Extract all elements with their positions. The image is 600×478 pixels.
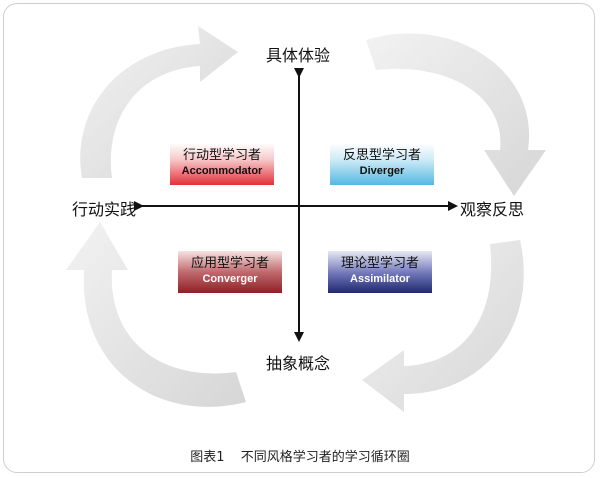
caption-text: 不同风格学习者的学习循环圈 xyxy=(240,450,410,465)
quadrant-diverger: 反思型学习者 Diverger xyxy=(330,143,434,185)
axis-label-right: 观察反思 xyxy=(460,200,525,219)
quadrant-diverger-en: Diverger xyxy=(359,165,405,177)
quadrant-assimilator-en: Assimilator xyxy=(350,273,410,285)
cycle-arrow-top-right xyxy=(366,33,546,196)
axis-label-top: 具体体验 xyxy=(266,46,331,65)
caption-label: 图表1 xyxy=(190,450,225,465)
quadrant-accommodator-cn: 行动型学习者 xyxy=(182,148,261,163)
quadrant-diverger-cn: 反思型学习者 xyxy=(342,148,421,163)
axis-label-bottom: 抽象概念 xyxy=(266,354,331,373)
quadrant-assimilator-cn: 理论型学习者 xyxy=(340,256,419,271)
quadrant-accommodator: 行动型学习者 Accommodator xyxy=(170,143,274,185)
quadrant-converger: 应用型学习者 Converger xyxy=(178,251,282,293)
cycle-arrow-bottom-left xyxy=(66,222,246,407)
quadrant-converger-cn: 应用型学习者 xyxy=(190,256,269,271)
axis-label-left: 行动实践 xyxy=(72,200,137,219)
cycle-arrow-bottom-right xyxy=(362,240,524,412)
figure-caption: 图表1 不同风格学习者的学习循环圈 xyxy=(0,446,600,465)
quadrant-assimilator: 理论型学习者 Assimilator xyxy=(328,251,432,293)
quadrant-accommodator-en: Accommodator xyxy=(181,165,263,177)
cycle-arrows xyxy=(66,26,546,412)
quadrant-converger-en: Converger xyxy=(202,273,258,285)
cycle-arrow-top-left xyxy=(80,26,238,178)
